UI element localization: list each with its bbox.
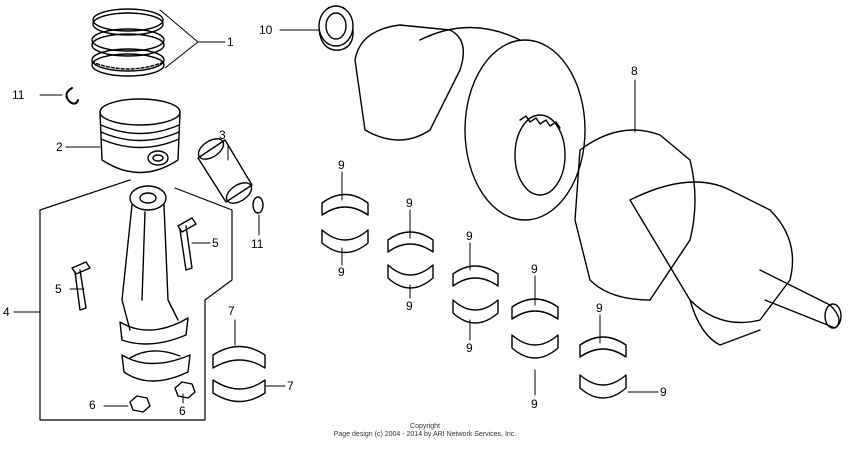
callout-2: 2 <box>56 140 63 154</box>
oil-seal <box>318 5 354 51</box>
rod-bearings <box>212 345 266 403</box>
leader-lines <box>13 9 659 407</box>
callout-9: 9 <box>466 229 473 243</box>
callout-11-clip: 11 <box>12 88 25 102</box>
callout-9: 9 <box>596 301 603 315</box>
callout-10: 10 <box>259 23 273 37</box>
piston-pin <box>197 138 253 204</box>
connecting-rod-bracket <box>39 179 233 421</box>
callout-5-left: 5 <box>55 282 62 296</box>
callout-9: 9 <box>531 262 538 276</box>
rod-bolts <box>71 217 197 311</box>
callout-4: 4 <box>3 305 10 319</box>
crankshaft <box>354 24 842 346</box>
main-bearings <box>321 193 627 399</box>
callout-6-left: 6 <box>89 398 96 412</box>
callout-11-pin: 11 <box>251 237 264 251</box>
callout-8: 8 <box>631 64 638 78</box>
piston-pin-clips <box>65 87 264 214</box>
callout-9: 9 <box>338 265 345 279</box>
copyright-label: Copyright <box>410 423 440 430</box>
callout-9: 9 <box>406 299 413 313</box>
callout-6-right: 6 <box>179 404 186 418</box>
callout-9: 9 <box>338 158 345 172</box>
piston-rings <box>91 8 165 77</box>
piston <box>99 98 181 174</box>
callout-9: 9 <box>660 385 667 399</box>
callout-9: 9 <box>531 397 538 411</box>
callout-7-top: 7 <box>228 304 235 318</box>
callout-1: 1 <box>227 35 234 49</box>
callout-9: 9 <box>466 341 473 355</box>
callout-9: 9 <box>406 196 413 210</box>
callout-5-right: 5 <box>212 236 219 250</box>
connecting-rod <box>119 185 191 382</box>
rod-nuts <box>129 381 196 413</box>
copyright-notice: Page design (c) 2004 - 2014 by ARI Netwo… <box>333 431 517 438</box>
callout-3: 3 <box>219 128 226 142</box>
callout-7-right: 7 <box>287 379 294 393</box>
